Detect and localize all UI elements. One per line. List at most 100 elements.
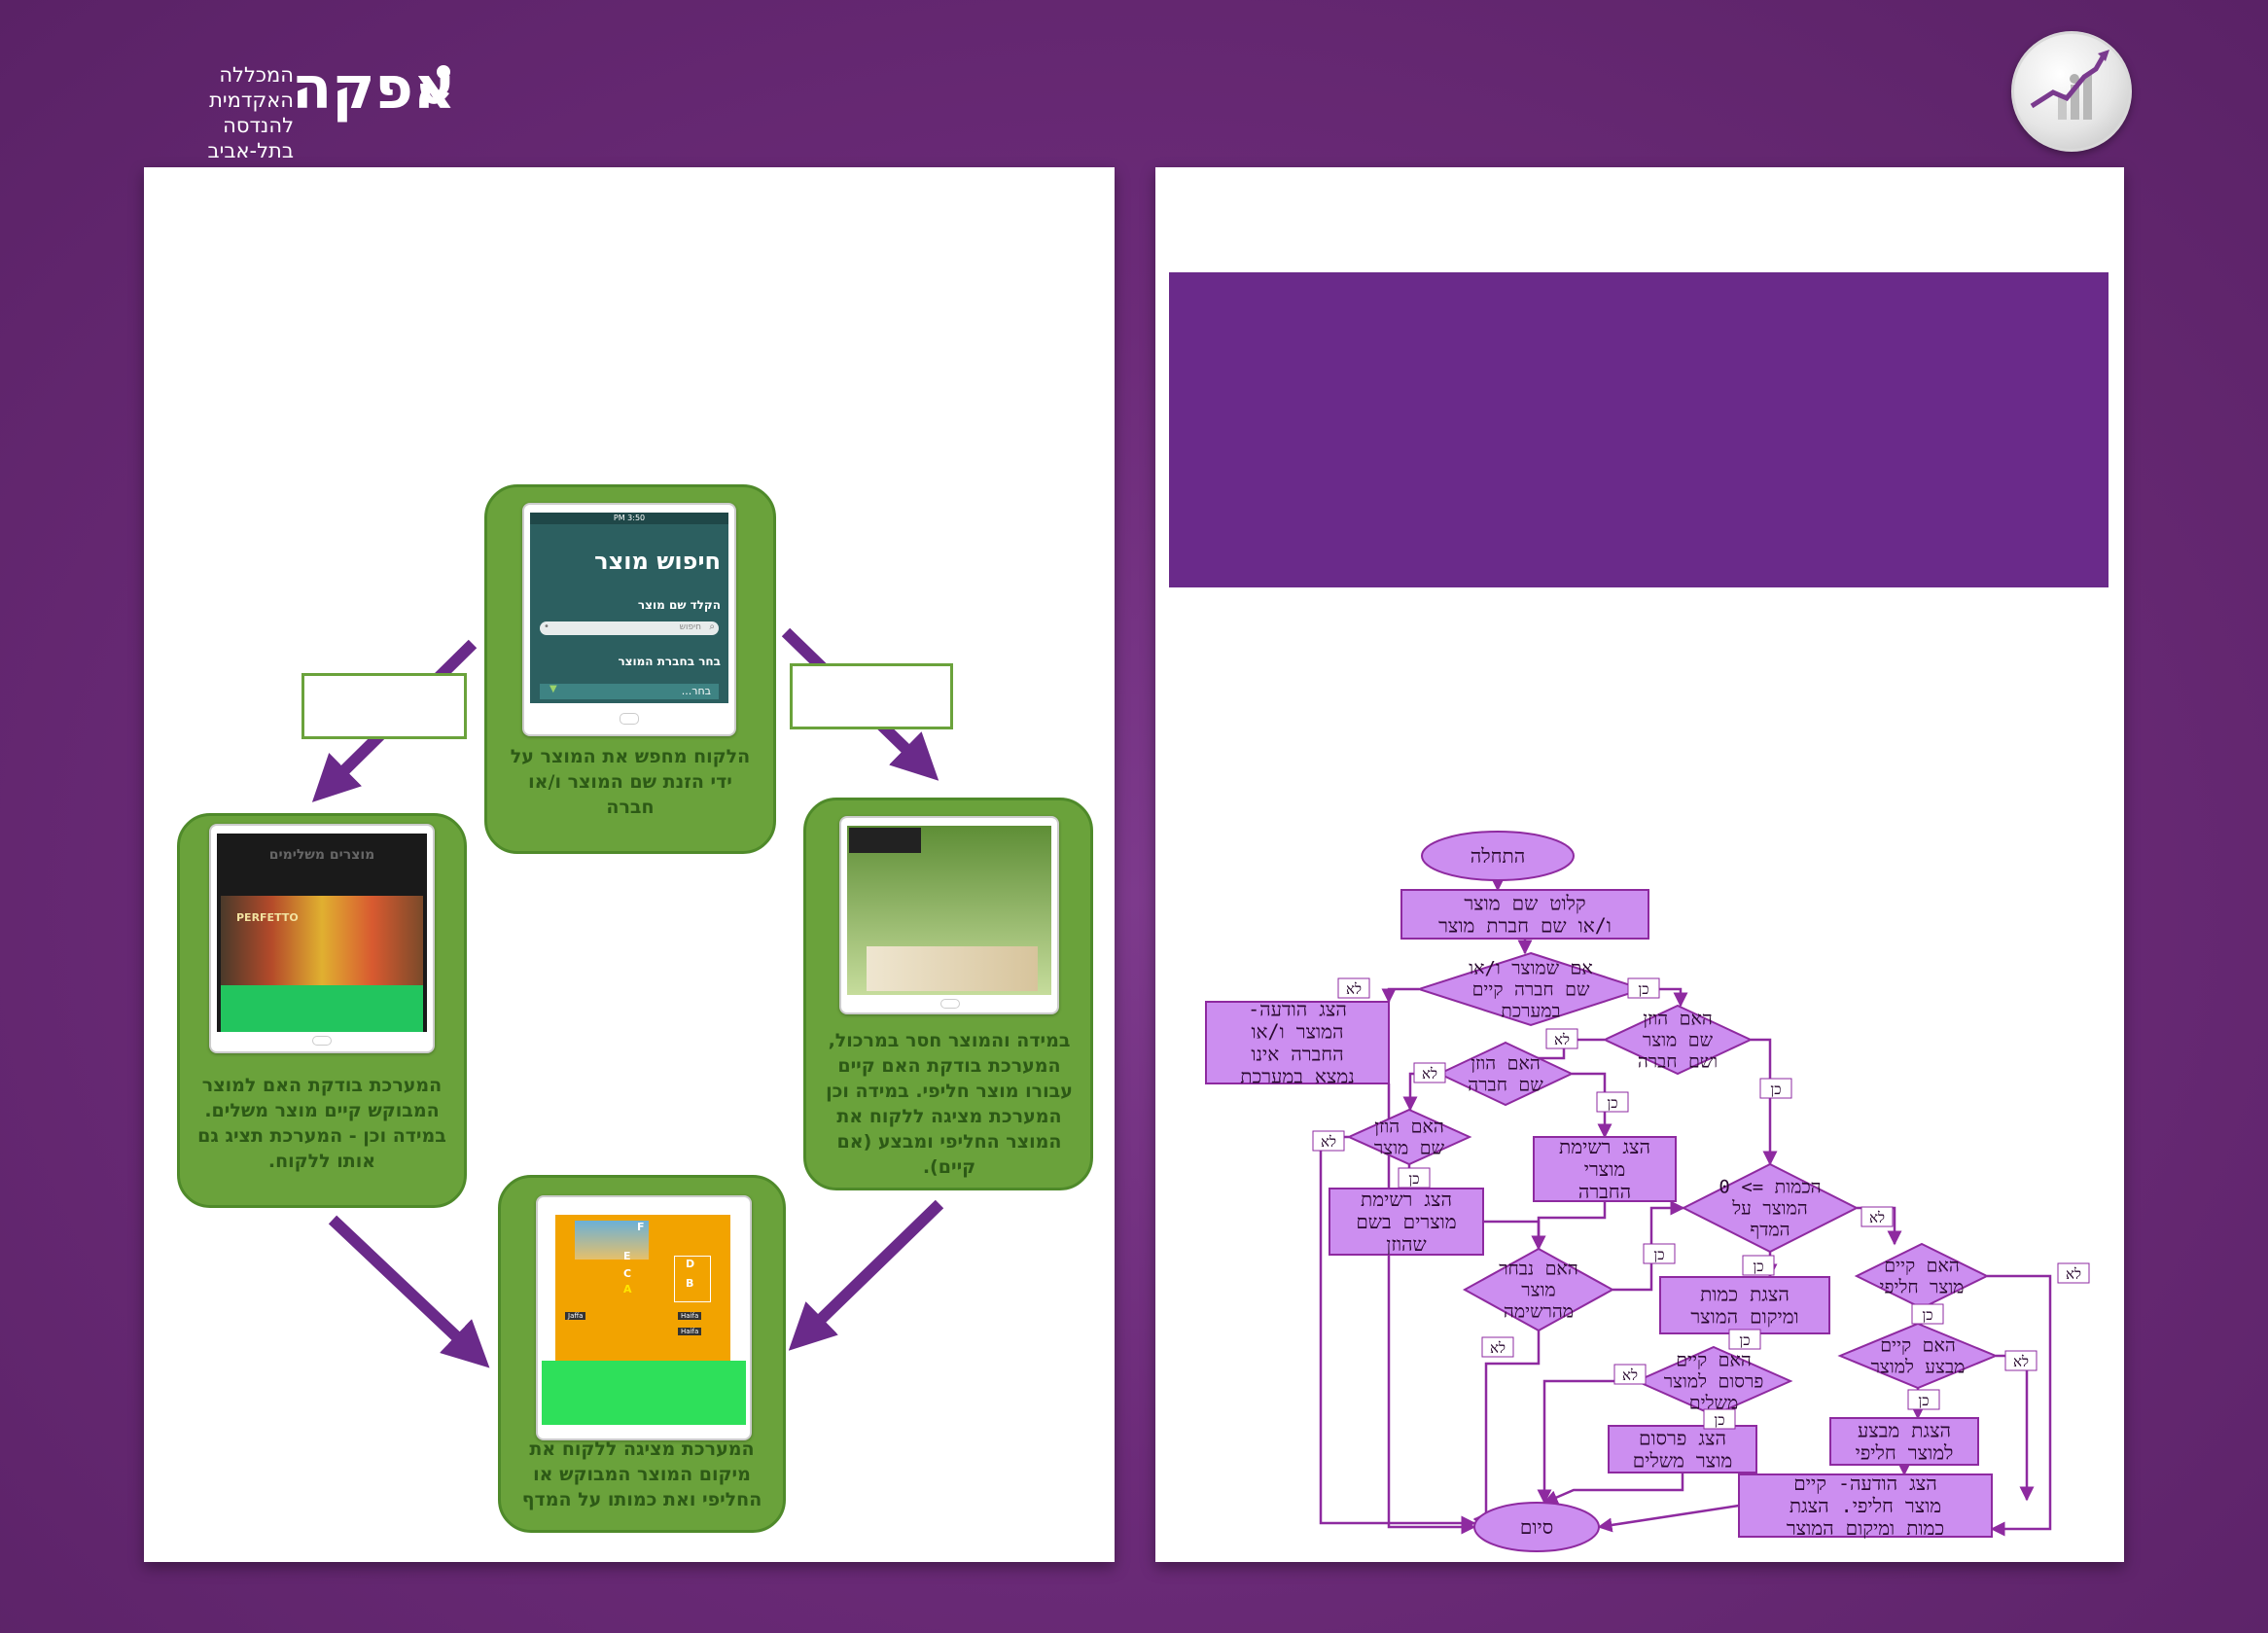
- search-input[interactable]: חיפוש ⌕ •: [540, 621, 719, 635]
- flow-text-complement-ad: משלים: [1689, 1393, 1738, 1414]
- map-label-e: E: [623, 1250, 631, 1262]
- flow-text-show-promo: למוצר חליפי: [1856, 1441, 1954, 1465]
- flow-text-company-list: החברה: [1578, 1180, 1631, 1203]
- afeka-logo-mark: [420, 65, 450, 104]
- edge-label-yes: כן: [1703, 1408, 1736, 1430]
- svg-text:לא: לא: [2066, 1265, 2081, 1283]
- svg-text:כן: כן: [1922, 1306, 1932, 1324]
- home-button-icon: [940, 999, 960, 1009]
- edge-label-yes: כן: [1596, 1091, 1629, 1113]
- flow-text-quantity: הכמות => 0: [1719, 1177, 1821, 1198]
- edge-label-no: לא: [1413, 1062, 1446, 1083]
- svg-text:כן: כן: [1714, 1411, 1724, 1429]
- edge-label-yes: כן: [1759, 1078, 1792, 1099]
- flow-text-alt-exists: מוצר חליפי: [1880, 1277, 1965, 1298]
- flow-edge: [1537, 1379, 1637, 1505]
- arrow-right-to-bottom: [788, 1199, 944, 1351]
- flow-text-product-list: הצג רשימת: [1361, 1188, 1452, 1211]
- flow-text-product-list: מוצרים בשם: [1356, 1210, 1456, 1233]
- flow-text-both-entered: שם מוצר: [1643, 1030, 1714, 1051]
- company-select[interactable]: בחר... ▼: [540, 684, 719, 699]
- arrow-label-box-right: [790, 663, 953, 729]
- map-button-3[interactable]: Haifa: [678, 1328, 702, 1335]
- svg-text:לא: לא: [1622, 1367, 1638, 1384]
- product-brand: PERFETTO: [236, 911, 299, 924]
- caption-alternative: במידה והמוצר חסר במרכול, המערכת בודקת הא…: [826, 1030, 1073, 1178]
- title-band: [1169, 272, 2109, 587]
- svg-text:לא: לא: [1346, 980, 1362, 998]
- status-bar: 3:50 PM: [530, 513, 728, 524]
- growth-chart-badge-icon: [2011, 31, 2132, 152]
- edge-label-no: לא: [2057, 1262, 2090, 1284]
- svg-text:כן: כן: [1739, 1331, 1750, 1349]
- location-screen: F E D C B A Jaffa Haifa Haifa: [542, 1205, 746, 1425]
- flow-edge: [1381, 987, 1419, 1004]
- flow-text-show-ad: מוצר משלים: [1633, 1449, 1732, 1473]
- company-select-value: בחר...: [681, 685, 711, 697]
- arrow-left-to-bottom: [328, 1215, 490, 1368]
- flow-text-chosen: מוצר: [1521, 1280, 1555, 1301]
- flow-text-company-entered: האם הוזן: [1471, 1053, 1541, 1075]
- flow-text-not-found: נמצא במערכת: [1240, 1065, 1355, 1088]
- flow-text-chosen: האם נבחר: [1499, 1259, 1578, 1280]
- complementary-screen-title: מוצרים משלימים: [268, 847, 375, 863]
- flow-text-exists: אם שמוצר ו/או: [1469, 958, 1593, 979]
- flow-text-not-found: המוצר ו/או: [1251, 1020, 1343, 1044]
- flow-text-not-found: החברה אינו: [1251, 1043, 1343, 1066]
- shelf-outline: [674, 1256, 711, 1302]
- flow-text-show-ad: הצג פרסום: [1639, 1427, 1726, 1450]
- edge-label-yes: כן: [1643, 1243, 1676, 1264]
- tablet-alternative: [839, 816, 1059, 1014]
- flow-edge: [1751, 1038, 1778, 1166]
- svg-text:כן: כן: [1638, 980, 1648, 998]
- map-label-f: F: [637, 1221, 645, 1233]
- flow-text-input: ו/או שם חברת מוצר: [1438, 914, 1612, 938]
- map-button-2[interactable]: Haifa: [678, 1312, 702, 1320]
- svg-text:לא: לא: [2013, 1353, 2029, 1370]
- flow-text-show-quantity: ומיקום המוצר: [1690, 1305, 1798, 1329]
- college-name-line1: המכללה האקדמית: [209, 63, 294, 112]
- map-button-1[interactable]: Jaffa: [565, 1312, 586, 1320]
- flow-text-both-entered: ושם חברה: [1638, 1051, 1718, 1073]
- edge-label-yes: כן: [1911, 1303, 1944, 1325]
- edge-label-no: לא: [1481, 1336, 1514, 1358]
- arrow-label-box-left: [301, 673, 467, 739]
- chevron-down-icon: ▼: [549, 684, 557, 694]
- product-name-label: הקלד שם מוצר: [637, 598, 721, 612]
- college-name: המכללה האקדמית להנדסה בתל-אביב: [140, 62, 294, 163]
- flow-text-promo-exists: האם קיים: [1880, 1335, 1956, 1357]
- product-photo: PERFETTO: [221, 896, 423, 985]
- flow-text-product-entered: האם הוזן: [1374, 1117, 1444, 1138]
- flow-text-company-list: מוצרי: [1584, 1157, 1626, 1181]
- svg-text:לא: לא: [1321, 1133, 1336, 1151]
- edge-label-no: לא: [1860, 1206, 1894, 1227]
- flow-text-alt-message: הצג הודעה- קיים: [1793, 1472, 1936, 1495]
- tablet-location: F E D C B A Jaffa Haifa Haifa: [536, 1195, 752, 1440]
- flow-text-not-found: הצג הודעה-: [1248, 998, 1347, 1021]
- home-button-icon: [620, 713, 639, 725]
- caption-location: המערכת מציגה ללקוח את מיקום המוצר המבוקש…: [521, 1438, 762, 1510]
- search-placeholder: חיפוש: [679, 622, 701, 632]
- flow-text-company-entered: שם חברה: [1468, 1075, 1543, 1096]
- card-location: F E D C B A Jaffa Haifa Haifa המערכת מצי…: [498, 1175, 786, 1533]
- complementary-screen: מוצרים משלימים PERFETTO: [217, 834, 427, 1032]
- flow-text-product-list: שהוזן: [1386, 1232, 1426, 1256]
- flow-text-chosen: מהרשימה: [1504, 1301, 1574, 1323]
- flow-text-show-promo: הצגת מבצע: [1858, 1419, 1951, 1442]
- search-screen-title: חיפוש מוצר: [594, 548, 721, 575]
- product-banner: [867, 946, 1038, 991]
- card-search: 3:50 PM חיפוש מוצר הקלד שם מוצר חיפוש ⌕ …: [484, 484, 776, 854]
- edge-label-no: לא: [2004, 1350, 2038, 1371]
